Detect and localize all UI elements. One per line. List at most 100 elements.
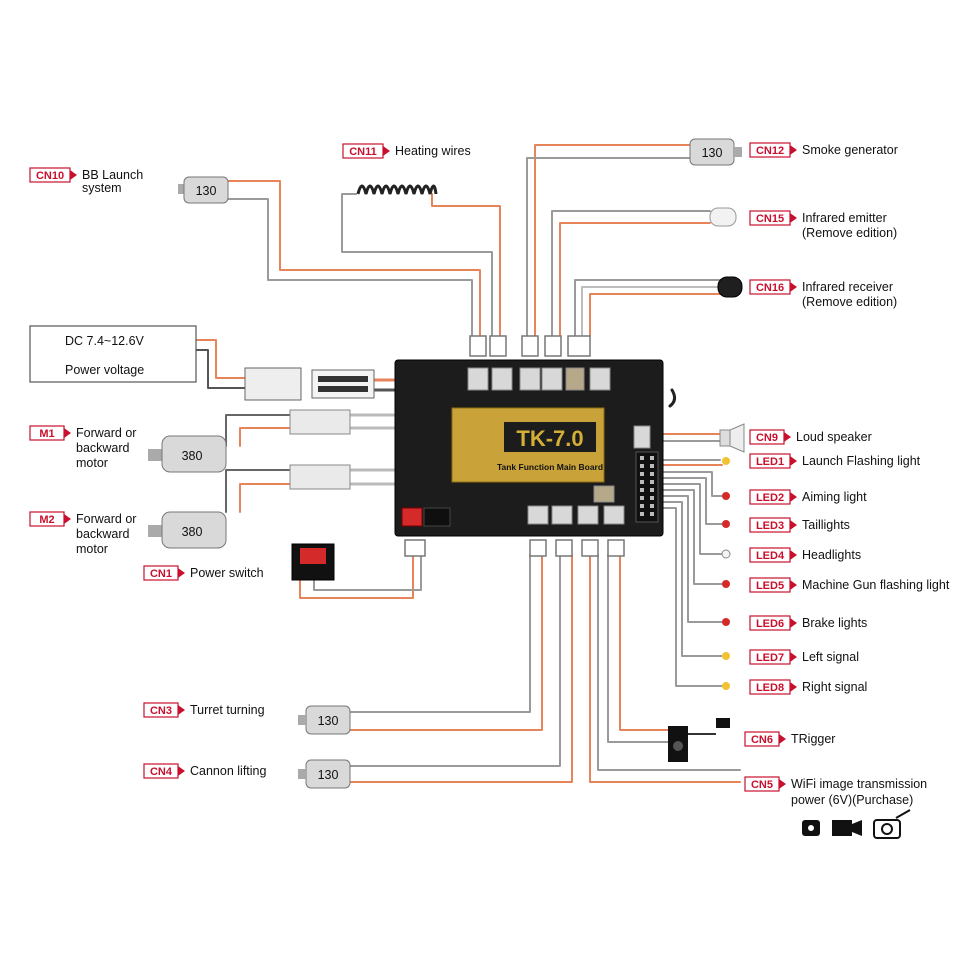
heating-coil — [356, 184, 438, 195]
m2-motor-380: 380 — [148, 464, 351, 549]
connection-description: Forward or — [76, 512, 136, 526]
battery-pack: DC 7.4~12.6V Power voltage — [29, 325, 375, 401]
motor-130-label: 130 — [196, 184, 217, 198]
connection-description: backward — [76, 441, 130, 455]
motor-380-label: 380 — [182, 525, 203, 539]
led-bulb-5 — [722, 580, 730, 588]
led-bulbs — [721, 457, 731, 690]
connection-description: TRigger — [791, 732, 835, 746]
connection-description: BB Launch — [82, 168, 143, 182]
connection-description: Machine Gun flashing light — [802, 578, 950, 592]
tag-text: LED6 — [756, 618, 784, 630]
tag-arrow — [383, 146, 390, 156]
tag-arrow — [70, 170, 77, 180]
tag-arrow — [790, 456, 797, 466]
video-camera-icon — [832, 820, 862, 836]
tag-arrow — [64, 428, 71, 438]
conn-led4: LED4 Headlights — [749, 547, 861, 563]
tag-text: LED1 — [756, 456, 784, 468]
tag-text: LED3 — [756, 520, 784, 532]
trigger-module — [668, 718, 730, 762]
tag-arrow — [790, 550, 797, 560]
board-subtitle: Tank Function Main Board — [497, 462, 603, 472]
bb-launch-motor: 130 — [178, 176, 229, 204]
turret-motor: 130 — [298, 705, 351, 735]
connection-description: Turret turning — [190, 703, 265, 717]
tag-arrow — [178, 568, 185, 578]
bottom-plugs — [404, 539, 625, 557]
tag-arrow — [790, 580, 797, 590]
connection-description: Launch Flashing light — [802, 454, 921, 468]
connection-description: Taillights — [802, 518, 850, 532]
tag-text: CN16 — [756, 282, 784, 294]
tag-arrow — [790, 145, 797, 155]
infrared-emitter-led — [709, 207, 737, 227]
tag-arrow — [790, 520, 797, 530]
infrared-receiver-led — [717, 276, 743, 298]
tag-text: LED7 — [756, 652, 784, 664]
tag-text: CN12 — [756, 145, 784, 157]
connection-description: WiFi image transmission — [791, 777, 927, 791]
connection-description: Power switch — [190, 566, 264, 580]
tag-text: CN10 — [36, 170, 64, 182]
connection-description: Aiming light — [802, 490, 867, 504]
cannon-motor: 130 — [298, 759, 351, 789]
led-bulb-2 — [722, 492, 730, 500]
conn-cn11: CN11 Heating wires — [342, 143, 471, 159]
tag-text: CN11 — [349, 146, 377, 158]
tag-text: LED8 — [756, 682, 784, 694]
connection-description: Infrared emitter — [802, 211, 887, 225]
connection-description: (Remove edition) — [802, 295, 897, 309]
tag-arrow — [790, 618, 797, 628]
connection-description: Heating wires — [395, 144, 471, 158]
tag-text: CN4 — [150, 766, 173, 778]
led-bulb-8 — [722, 682, 730, 690]
led-bulb-7 — [722, 652, 730, 660]
connection-description: motor — [76, 542, 108, 556]
connection-description: backward — [76, 527, 130, 541]
tag-arrow — [178, 766, 185, 776]
tag-text: CN15 — [756, 213, 784, 225]
connection-description: Headlights — [802, 548, 861, 562]
power-switch — [291, 543, 335, 581]
tag-text: CN9 — [756, 432, 778, 444]
connection-description: power (6V)(Purchase) — [791, 793, 913, 807]
tag-arrow — [790, 652, 797, 662]
board-model: TK-7.0 — [516, 426, 583, 451]
conn-led3: LED3 Taillights — [749, 517, 850, 533]
power-voltage-label: Power voltage — [65, 363, 144, 377]
motor-130-label: 130 — [702, 146, 723, 160]
led-bulb-3 — [722, 520, 730, 528]
led-bulb-1 — [722, 457, 730, 465]
wifi-icons — [802, 809, 911, 839]
connection-description: Infrared receiver — [802, 280, 893, 294]
top-plugs — [469, 335, 591, 357]
tag-text: CN3 — [150, 705, 172, 717]
connection-description: (Remove edition) — [802, 226, 897, 240]
connection-description: motor — [76, 456, 108, 470]
conn-cn9: CN9 Loud speaker — [749, 429, 872, 445]
led-bulb-4 — [721, 549, 731, 559]
connection-description: Forward or — [76, 426, 136, 440]
motor-130-label: 130 — [318, 714, 339, 728]
tag-arrow — [790, 213, 797, 223]
tag-arrow — [790, 492, 797, 502]
motor-380-label: 380 — [182, 449, 203, 463]
conn-led1: LED1 Launch Flashing light — [749, 453, 921, 469]
tag-text: CN6 — [751, 734, 773, 746]
tag-text: LED4 — [756, 550, 785, 562]
connection-description: Loud speaker — [796, 430, 872, 444]
tag-arrow — [178, 705, 185, 715]
tag-arrow — [790, 682, 797, 692]
speaker — [719, 423, 745, 453]
conn-cn3: CN3 Turret turning — [143, 702, 265, 718]
